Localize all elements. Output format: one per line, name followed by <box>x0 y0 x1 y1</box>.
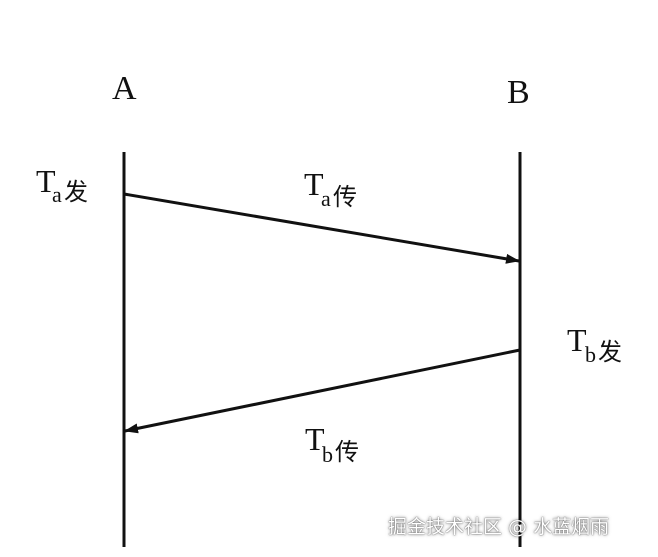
label-a-transit-han: 传 <box>333 183 357 211</box>
label-a-send-sub: a <box>52 182 62 207</box>
label-a-send-han: 发 <box>64 178 88 206</box>
label-a-transit: T a 传 <box>304 166 357 211</box>
message-arrow-a-to-b <box>123 192 520 264</box>
node-a-label: A <box>112 70 137 107</box>
label-a-send-main: T <box>36 163 56 199</box>
label-b-send-han: 发 <box>598 338 622 366</box>
label-a-send: T a 发 <box>36 163 88 207</box>
label-a-transit-sub: a <box>321 186 331 211</box>
label-b-send-sub: b <box>585 342 596 367</box>
label-a-transit-main: T <box>304 166 324 202</box>
label-b-transit-main: T <box>305 421 325 457</box>
label-b-transit: T b 传 <box>305 421 359 467</box>
label-b-send-main: T <box>567 322 587 358</box>
label-b-transit-sub: b <box>322 442 333 467</box>
node-b-label: B <box>507 74 530 111</box>
watermark: 掘金技术社区 @ 水蓝烟雨 <box>388 516 610 538</box>
label-b-transit-han: 传 <box>335 438 359 466</box>
label-b-send: T b 发 <box>567 322 622 367</box>
message-arrow-b-to-a <box>124 348 521 434</box>
